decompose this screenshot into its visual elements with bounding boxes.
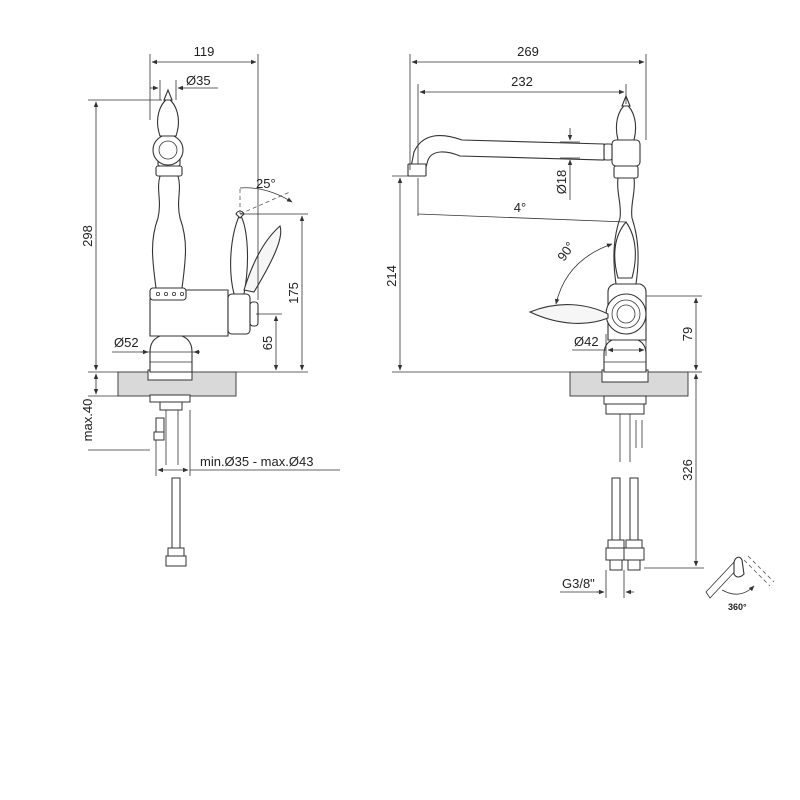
side-dim-base-height: 65 [260, 336, 275, 350]
front-dim-outlet-height: 214 [384, 265, 399, 287]
side-dim-height: 298 [80, 225, 95, 247]
side-hose [165, 477, 187, 567]
front-spout [407, 134, 605, 177]
front-dim-hose-length: 326 [680, 459, 695, 481]
side-dim-handle-height: 175 [286, 282, 301, 304]
front-dim-lever-rotation: 90° [554, 239, 578, 264]
swivel-rotation-icon: 360° [705, 555, 775, 612]
side-dim-width: 119 [194, 44, 215, 59]
front-dim-spout-tilt: 4° [514, 200, 526, 215]
swivel-label: 360° [728, 602, 747, 612]
front-dim-knob-height: 79 [680, 327, 695, 341]
front-dim-connection-thread: G3/8" [562, 576, 595, 591]
side-faucet-body [149, 88, 259, 373]
front-mounting-assembly [601, 369, 649, 462]
side-dim-hole-diameter: min.Ø35 - max.Ø43 [200, 454, 313, 469]
side-dim-base-diameter: Ø52 [114, 335, 139, 350]
front-dim-width: 269 [517, 44, 539, 59]
front-dim-spout-reach: 232 [511, 74, 533, 89]
front-hoses [605, 477, 645, 571]
side-mounting-assembly [147, 369, 193, 465]
side-lever [230, 210, 282, 295]
side-dim-counter-thickness: max.40 [80, 399, 95, 442]
side-view: 119 Ø35 25° 298 175 65 Ø52 max.40 [80, 44, 340, 567]
front-view: 90° 269 232 Ø18 4° 214 Ø42 [384, 44, 704, 598]
side-dim-spout-diameter: Ø35 [186, 73, 211, 88]
front-dim-knob-diameter: Ø42 [574, 334, 599, 349]
side-dim-lever-angle: 25° [256, 176, 276, 191]
front-dim-spout-tube: Ø18 [554, 170, 569, 195]
front-lever [528, 221, 636, 324]
